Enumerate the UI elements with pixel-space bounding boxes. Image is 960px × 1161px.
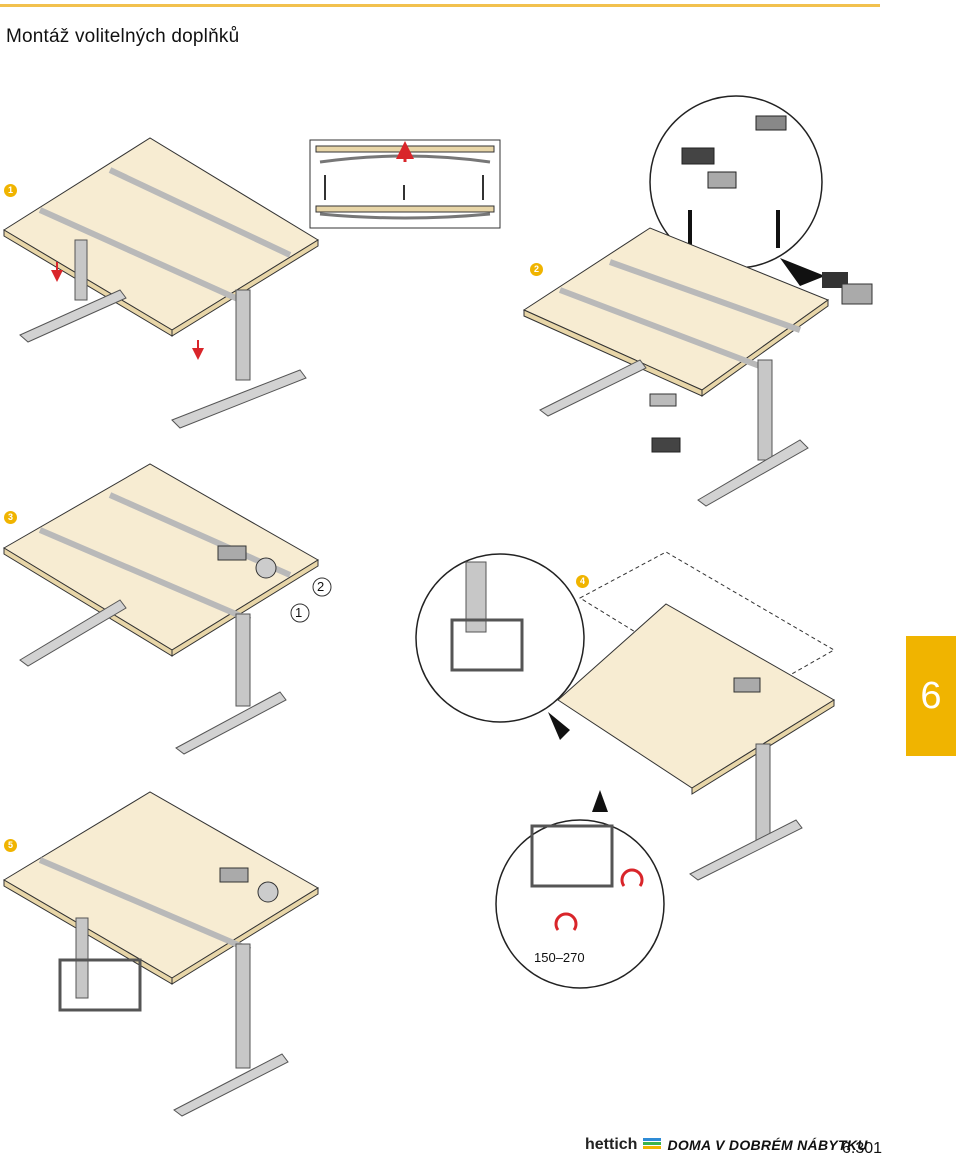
footer-brand: hettich DOMA V DOBRÉM NÁBYTKU (585, 1136, 868, 1154)
page-title: Montáž volitelných doplňků (6, 26, 240, 47)
desk-step-3 (3, 463, 332, 755)
inset-frame-detail (309, 139, 501, 229)
callout-1: 1 (295, 605, 303, 620)
desk-step-4 (415, 551, 836, 881)
callout-2: 2 (317, 579, 325, 594)
desk-step-2 (522, 227, 873, 507)
chapter-tab: 6 (906, 636, 956, 756)
step-marker-4: 4 (576, 575, 589, 588)
step-marker-2: 2 (530, 263, 543, 276)
step-marker-3: 3 (4, 511, 17, 524)
step-marker-5: 5 (4, 839, 17, 852)
desk-step-1 (3, 137, 319, 429)
desk-step-5 (3, 791, 665, 1117)
dimension-label: 150–270 (534, 950, 585, 965)
page-number: 6.301 (842, 1140, 883, 1157)
brand-stripes-icon (643, 1138, 662, 1149)
top-rule (0, 4, 880, 7)
brand-logo: hettich (585, 1136, 638, 1153)
step-marker-1: 1 (4, 184, 17, 197)
brand-slogan: DOMA V DOBRÉM NÁBYTKU (667, 1137, 868, 1153)
